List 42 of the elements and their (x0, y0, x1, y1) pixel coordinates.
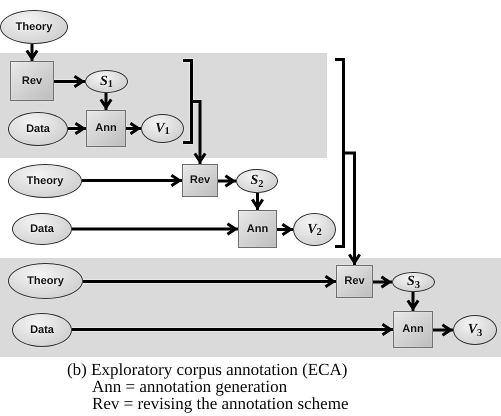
oval-node: S$_{1}$ (85, 70, 128, 93)
arrow (218, 174, 236, 188)
arrow (406, 292, 420, 311)
process-box: Rev (336, 265, 373, 298)
shaded-band (0, 258, 501, 357)
bracket (335, 58, 345, 248)
arrow (250, 193, 264, 210)
figure-caption: (b) Exploratory corpus annotation (ECA) (67, 361, 348, 378)
arrow (277, 222, 293, 236)
oval-node: Data (12, 213, 72, 245)
arrow (126, 122, 141, 136)
arrow (345, 152, 362, 265)
arrow (373, 275, 392, 289)
arrow (193, 100, 207, 164)
arrow (54, 74, 85, 88)
arrow (99, 93, 113, 110)
bracket (183, 59, 193, 144)
definition-note: Rev = revising the annotation scheme (92, 395, 348, 412)
arrow (25, 44, 39, 61)
oval-node: Theory (0, 10, 68, 44)
process-box: Rev (10, 61, 54, 101)
arrow (83, 274, 336, 288)
oval-node: S$_{2}$ (236, 169, 278, 193)
arrow (72, 222, 238, 236)
process-box: Ann (393, 311, 433, 348)
oval-node: S$_{3}$ (392, 272, 435, 292)
process-box: Ann (86, 110, 126, 147)
oval-node: V$_{2}$ (293, 213, 336, 246)
arrow (433, 323, 453, 337)
arrow (72, 322, 393, 336)
arrow (68, 122, 86, 136)
process-box: Ann (238, 210, 277, 248)
oval-node: Theory (8, 164, 82, 198)
oval-node: Data (12, 313, 72, 347)
oval-node: Theory (8, 263, 83, 299)
arrow (82, 174, 182, 188)
shaded-band (0, 53, 327, 158)
process-box: Rev (182, 164, 218, 197)
definition-note: Ann = annotation generation (92, 378, 288, 395)
oval-node: V$_{1}$ (141, 114, 184, 143)
oval-node: Data (8, 112, 68, 146)
oval-node: V$_{3}$ (453, 315, 497, 345)
